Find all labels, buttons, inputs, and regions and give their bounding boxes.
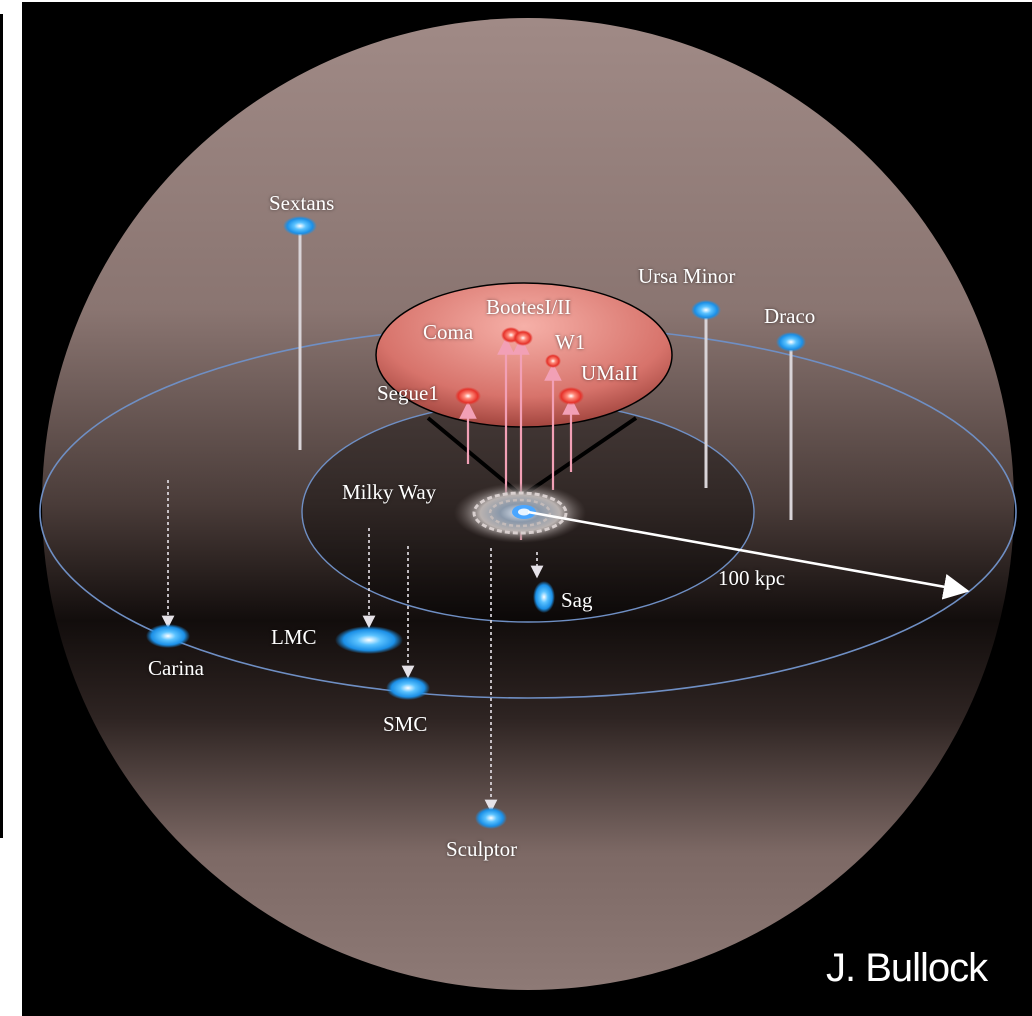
segue1-dwarf <box>455 387 481 405</box>
label-sextans: Sextans <box>269 191 335 215</box>
sag-dwarf <box>533 581 555 613</box>
image-credit: J. Bullock <box>826 946 988 990</box>
umaii-dwarf <box>558 387 584 405</box>
label-umaii: UMaII <box>581 361 639 385</box>
smc-dwarf <box>386 676 430 700</box>
w1-dwarf <box>545 354 561 368</box>
label-ursa-minor: Ursa Minor <box>638 264 736 288</box>
ursa-minor-dwarf <box>691 300 721 320</box>
label-carina: Carina <box>148 656 204 680</box>
dwarf-galaxies-blue <box>146 216 806 829</box>
label-sag: Sag <box>561 588 593 612</box>
draco-dwarf <box>776 332 806 352</box>
label-lmc: LMC <box>271 625 317 649</box>
left-edge-line <box>0 14 3 838</box>
connector-lines <box>161 234 793 813</box>
sculptor-dwarf <box>475 807 507 829</box>
label-sculptor: Sculptor <box>446 837 518 861</box>
ultra-faint-dwarfs <box>455 327 584 405</box>
label-smc: SMC <box>383 712 428 736</box>
label-w1: W1 <box>555 330 586 354</box>
carina-dwarf <box>146 624 190 648</box>
label-segue1: Segue1 <box>377 381 439 405</box>
coma-dwarf <box>513 330 533 346</box>
label-milky-way: Milky Way <box>342 480 437 504</box>
lmc-dwarf <box>335 626 403 654</box>
ultra-faint-disk <box>375 282 673 428</box>
label-coma: Coma <box>423 320 474 344</box>
label-bootes: BootesI/II <box>486 295 572 319</box>
label-draco: Draco <box>764 304 816 328</box>
milky-way-galaxy <box>454 483 586 543</box>
label-scale: 100 kpc <box>718 566 786 590</box>
scale-arrow <box>527 510 970 600</box>
sextans-dwarf <box>283 216 317 236</box>
